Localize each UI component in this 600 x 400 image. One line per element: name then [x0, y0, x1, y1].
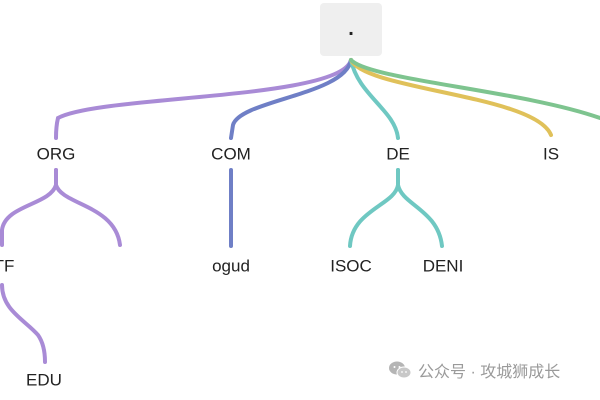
edge-root-next — [349, 58, 600, 120]
watermark: 公众号 · 攻城狮成长 — [388, 358, 560, 382]
edge-root-de — [349, 58, 400, 140]
node-isoc[interactable]: ISOC — [330, 256, 372, 276]
edge-de-isoc — [348, 168, 400, 248]
node-org[interactable]: ORG — [36, 144, 76, 164]
node-de[interactable]: DE — [386, 144, 410, 164]
node-ogud[interactable]: ogud — [212, 256, 250, 276]
edge-org-ietf — [0, 168, 58, 247]
edge-root-is — [349, 58, 553, 137]
node-ietf[interactable]: TF — [0, 256, 15, 276]
root-label: . — [348, 18, 354, 40]
root-node[interactable]: . — [320, 3, 382, 56]
edge-root-com — [229, 58, 353, 140]
node-edu[interactable]: EDU — [26, 370, 62, 390]
edge-ietf-edu — [0, 283, 47, 364]
node-com[interactable]: COM — [211, 144, 251, 164]
node-deni[interactable]: DENI — [422, 256, 464, 276]
edge-org-second — [54, 168, 122, 247]
wechat-icon — [389, 361, 412, 379]
node-is[interactable]: IS — [542, 144, 560, 164]
watermark-text: 公众号 · 攻城狮成长 — [418, 364, 561, 381]
edge-de-deni — [396, 168, 444, 248]
edge-root-org — [54, 58, 353, 140]
